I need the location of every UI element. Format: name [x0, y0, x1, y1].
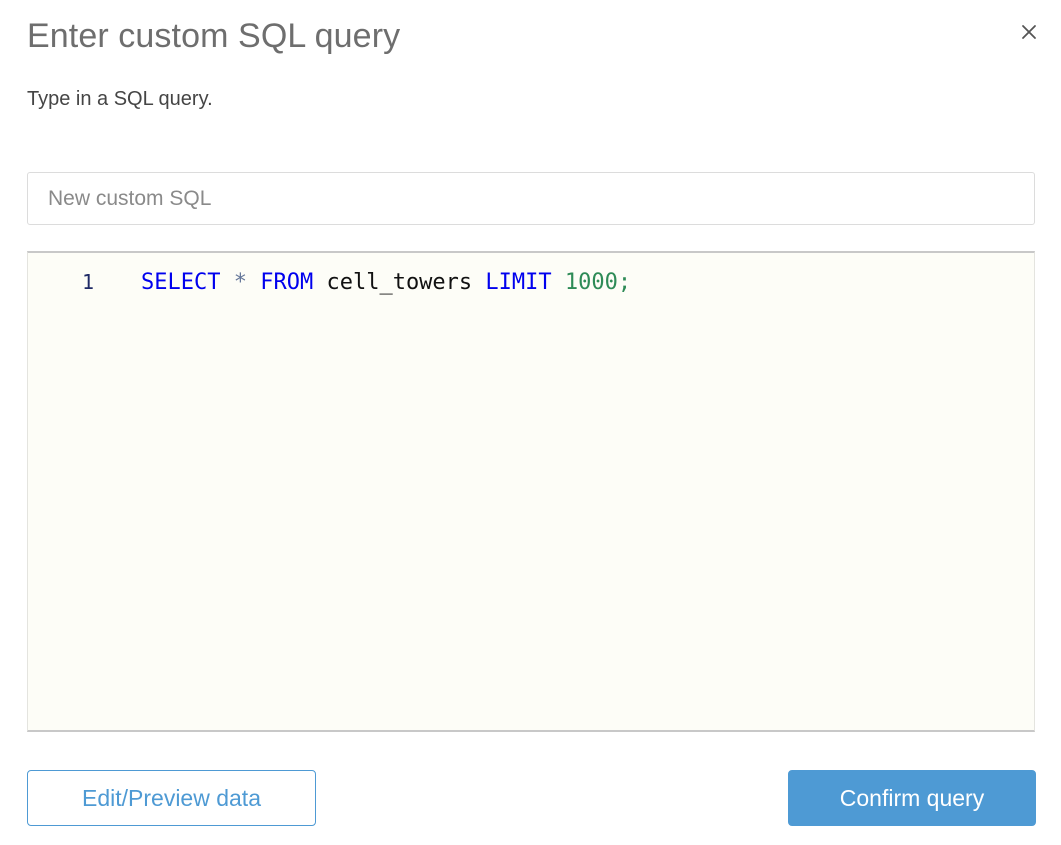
code-token-plain	[247, 270, 260, 295]
code-line: 1 SELECT * FROM cell_towers LIMIT 1000;	[28, 253, 1034, 301]
dialog-subtitle: Type in a SQL query.	[27, 88, 213, 110]
code-token-star: *	[233, 270, 247, 295]
page-title: Enter custom SQL query	[27, 17, 401, 55]
code-token-number: 1000	[564, 270, 618, 295]
code-token-plain	[472, 270, 485, 295]
line-number: 1	[81, 270, 94, 294]
edit-preview-data-button[interactable]: Edit/Preview data	[27, 770, 316, 826]
code-token-plain	[552, 270, 565, 295]
close-icon[interactable]	[1013, 16, 1045, 48]
confirm-query-button[interactable]: Confirm query	[788, 770, 1036, 826]
code-token-identifier: cell_towers	[326, 270, 473, 295]
sql-editor[interactable]: 1 SELECT * FROM cell_towers LIMIT 1000;	[27, 251, 1035, 732]
code-token-plain	[220, 270, 233, 295]
code-token-keyword: FROM	[260, 270, 314, 295]
code-token-keyword: SELECT	[141, 270, 221, 295]
code-tokens: SELECT * FROM cell_towers LIMIT 1000;	[141, 268, 631, 298]
query-name-input[interactable]	[27, 172, 1035, 225]
code-token-keyword: LIMIT	[485, 270, 552, 295]
code-token-punct: ;	[617, 270, 632, 295]
code-token-plain	[313, 270, 326, 295]
